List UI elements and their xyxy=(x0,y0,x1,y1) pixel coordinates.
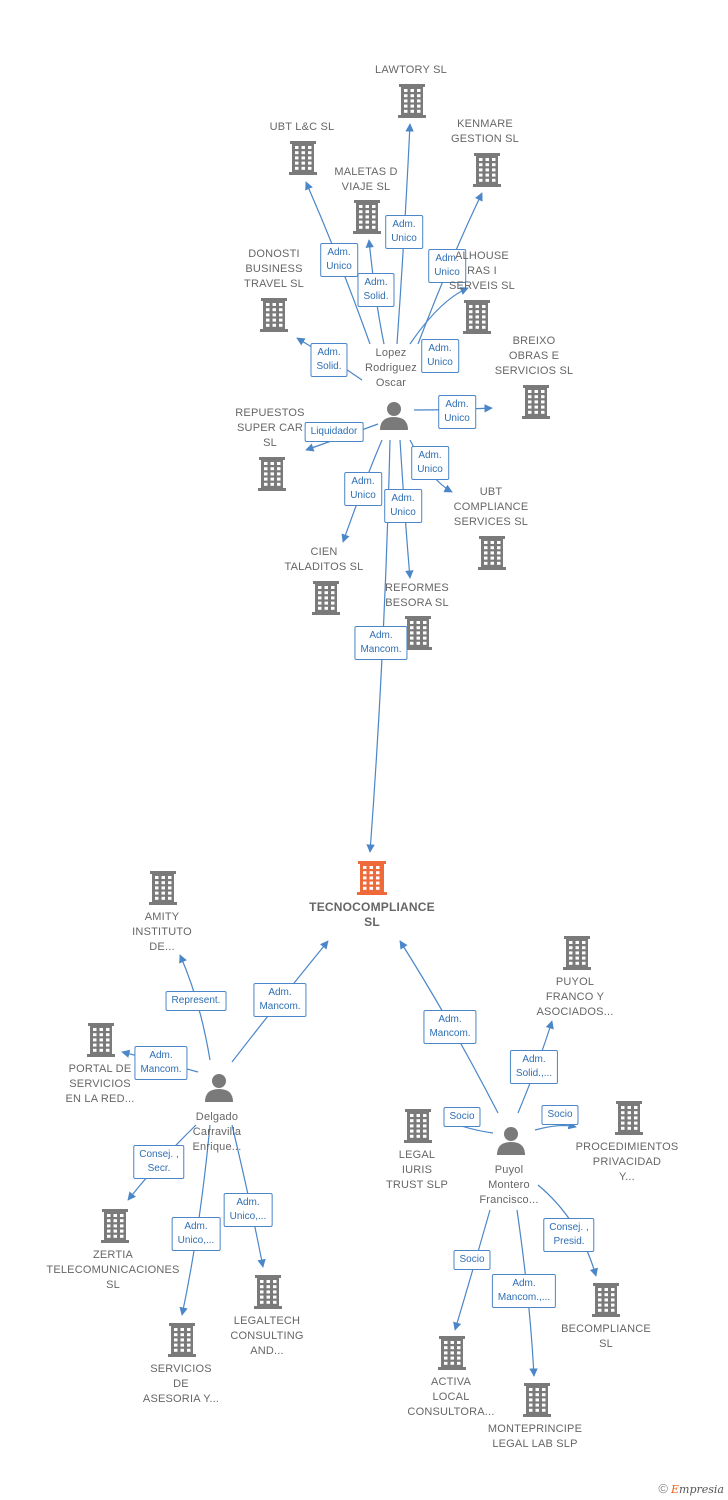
node-label-maletas[interactable]: MALETAS D VIAJE SL xyxy=(334,166,398,193)
node-label-center[interactable]: TECNOCOMPLIANCE SL xyxy=(309,900,435,929)
edge-label-breixo[interactable]: Adm. Unico xyxy=(438,395,476,429)
building-icon[interactable] xyxy=(357,861,387,895)
edge-label-lawtory[interactable]: Adm. Unico xyxy=(385,215,423,249)
node-label-kenmare[interactable]: KENMARE GESTION SL xyxy=(450,118,520,145)
person-icon[interactable] xyxy=(497,1127,525,1155)
node-label-amity[interactable]: AMITY INSTITUTO DE... xyxy=(132,911,192,953)
edge-p_puyol-to-activa xyxy=(453,1209,491,1331)
building-icon[interactable] xyxy=(592,1283,620,1317)
edge-label-repuestos[interactable]: Liquidador xyxy=(304,422,364,442)
edge-label-center[interactable]: Adm. Mancom. xyxy=(354,626,408,660)
node-label-donosti[interactable]: DONOSTI BUSINESS TRAVEL SL xyxy=(244,248,304,290)
edge-label-legaltech[interactable]: Adm. Unico,... xyxy=(223,1193,273,1227)
building-icon[interactable] xyxy=(478,536,506,570)
node-label-monteprincipe[interactable]: MONTEPRINCIPE LEGAL LAB SLP xyxy=(487,1423,583,1450)
building-icon[interactable] xyxy=(404,1109,432,1143)
edge-label-puyolfranco[interactable]: Adm. Solid.,... xyxy=(509,1050,559,1084)
building-icon[interactable] xyxy=(87,1023,115,1057)
edge-label-center[interactable]: Adm. Mancom. xyxy=(253,983,307,1017)
person-icon[interactable] xyxy=(205,1074,233,1102)
building-icon[interactable] xyxy=(615,1101,643,1135)
footer-brand: © Empresia xyxy=(658,1481,724,1496)
edge-label-portal[interactable]: Adm. Mancom. xyxy=(134,1046,188,1080)
edge-label-kenmare[interactable]: Adm. Unico xyxy=(428,249,466,283)
building-icon[interactable] xyxy=(254,1275,282,1309)
building-icon[interactable] xyxy=(258,457,286,491)
edge-label-ubtcompliance[interactable]: Adm. Unico xyxy=(411,446,449,480)
edge-label-cien[interactable]: Adm. Unico xyxy=(344,472,382,506)
edge-label-ubtlc[interactable]: Adm. Unico xyxy=(320,243,358,277)
edge-label-donosti[interactable]: Adm. Solid. xyxy=(310,343,348,377)
node-label-reformes[interactable]: REFORMES BESORA SL xyxy=(385,582,449,609)
node-label-servicios[interactable]: SERVICIOS DE ASESORIA Y... xyxy=(142,1363,220,1405)
building-icon[interactable] xyxy=(260,298,288,332)
edge-p_puyol-to-procedimientos xyxy=(534,1121,577,1131)
edge-label-zertia[interactable]: Consej. , Secr. xyxy=(133,1145,185,1179)
building-icon[interactable] xyxy=(438,1336,466,1370)
edge-label-activa[interactable]: Socio xyxy=(453,1250,491,1270)
node-label-zertia[interactable]: ZERTIA TELECOMUNICACIONES SL xyxy=(46,1249,180,1291)
node-label-cien[interactable]: CIEN TALADITOS SL xyxy=(284,546,364,573)
edge-label-becompliance[interactable]: Consej. , Presid. xyxy=(543,1218,595,1252)
building-icon[interactable] xyxy=(404,616,432,650)
edge-label-alhouse[interactable]: Adm. Unico xyxy=(421,339,459,373)
building-icon[interactable] xyxy=(353,200,381,234)
node-label-procedimientos[interactable]: PROCEDIMIENTOS PRIVACIDAD Y... xyxy=(575,1141,679,1183)
building-icon[interactable] xyxy=(398,84,426,118)
empresia-logo: Empresia xyxy=(671,1483,724,1496)
edge-label-center[interactable]: Adm. Mancom. xyxy=(423,1010,477,1044)
edge-label-reformes[interactable]: Adm. Unico xyxy=(384,489,422,523)
building-icon[interactable] xyxy=(312,581,340,615)
building-icon[interactable] xyxy=(522,385,550,419)
node-label-ubtlc[interactable]: UBT L&C SL xyxy=(269,121,335,133)
node-label-p_delgado[interactable]: Delgado Carravilla Enrique... xyxy=(192,1111,242,1153)
person-icon[interactable] xyxy=(380,402,408,430)
edge-p_lopez-to-alhouse xyxy=(409,287,469,345)
node-label-p_puyol[interactable]: Puyol Montero Francisco... xyxy=(479,1164,539,1206)
node-label-becompliance[interactable]: BECOMPLIANCE SL xyxy=(561,1323,651,1350)
building-icon[interactable] xyxy=(463,300,491,334)
building-icon[interactable] xyxy=(168,1323,196,1357)
node-label-activa[interactable]: ACTIVA LOCAL CONSULTORA... xyxy=(407,1376,495,1418)
node-label-breixo[interactable]: BREIXO OBRAS E SERVICIOS SL xyxy=(494,335,574,377)
building-icon[interactable] xyxy=(523,1383,551,1417)
edge-label-amity[interactable]: Represent. xyxy=(165,991,227,1011)
edge-label-legaliuris[interactable]: Socio xyxy=(443,1107,481,1127)
building-icon[interactable] xyxy=(149,871,177,905)
node-label-legaltech[interactable]: LEGALTECH CONSULTING AND... xyxy=(230,1315,304,1357)
node-label-lawtory[interactable]: LAWTORY SL xyxy=(375,64,447,76)
node-label-repuestos[interactable]: REPUESTOS SUPER CAR SL xyxy=(235,407,305,449)
edge-label-maletas[interactable]: Adm. Solid. xyxy=(357,273,395,307)
edge-label-servicios[interactable]: Adm. Unico,... xyxy=(171,1217,221,1251)
edge-label-monteprincipe[interactable]: Adm. Mancom.,... xyxy=(491,1274,557,1308)
node-label-alhouse[interactable]: ALHOUSE RAS I SERVEIS SL xyxy=(449,250,515,292)
node-label-ubtcompliance[interactable]: UBT COMPLIANCE SERVICES SL xyxy=(453,486,529,528)
building-icon[interactable] xyxy=(473,153,501,187)
node-label-legaliuris[interactable]: LEGAL IURIS TRUST SLP xyxy=(385,1149,449,1191)
node-label-p_lopez[interactable]: Lopez Rodriguez Oscar xyxy=(365,347,417,389)
building-icon[interactable] xyxy=(101,1209,129,1243)
copyright-symbol: © xyxy=(658,1481,668,1496)
node-label-portal[interactable]: PORTAL DE SERVICIOS EN LA RED... xyxy=(65,1063,135,1105)
edge-label-procedimientos[interactable]: Socio xyxy=(541,1105,579,1125)
node-label-puyolfranco[interactable]: PUYOL FRANCO Y ASOCIADOS... xyxy=(536,976,614,1018)
building-icon[interactable] xyxy=(289,141,317,175)
building-icon[interactable] xyxy=(563,936,591,970)
